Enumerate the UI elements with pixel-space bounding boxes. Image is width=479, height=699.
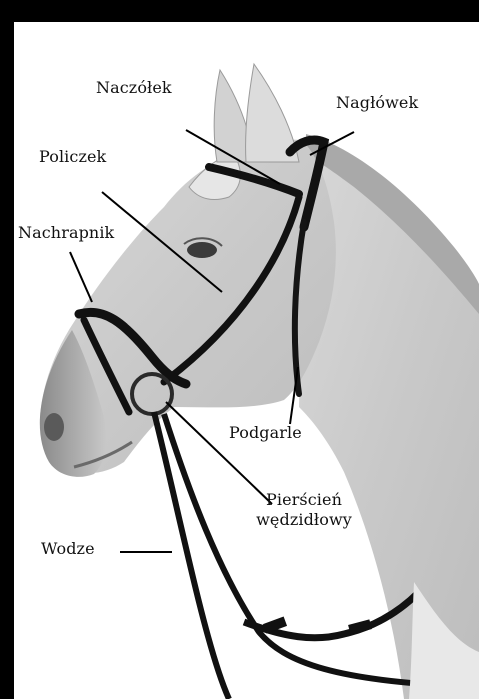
horse-eye bbox=[187, 242, 217, 258]
leader-pierscien bbox=[166, 402, 272, 504]
label-pierscien-line1: Pierścień bbox=[249, 490, 359, 510]
label-nachrapnik: Nachrapnik bbox=[18, 224, 114, 242]
diagram-canvas: Naczółek Nagłówek Policzek Nachrapnik Po… bbox=[14, 22, 479, 699]
label-pierscien-line2: wędzidłowy bbox=[249, 510, 359, 530]
label-policzek: Policzek bbox=[39, 148, 106, 166]
label-pierscien-wedzidlowy: Pierścień wędzidłowy bbox=[249, 490, 359, 530]
label-wodze: Wodze bbox=[41, 540, 95, 558]
horse-nostril bbox=[44, 413, 64, 441]
horse-bridle-illustration bbox=[14, 22, 479, 699]
label-naglowek: Nagłówek bbox=[336, 94, 418, 112]
label-podgarle: Podgarle bbox=[229, 424, 302, 442]
leader-nachrapnik bbox=[70, 252, 92, 302]
label-naczolek: Naczółek bbox=[96, 79, 172, 97]
